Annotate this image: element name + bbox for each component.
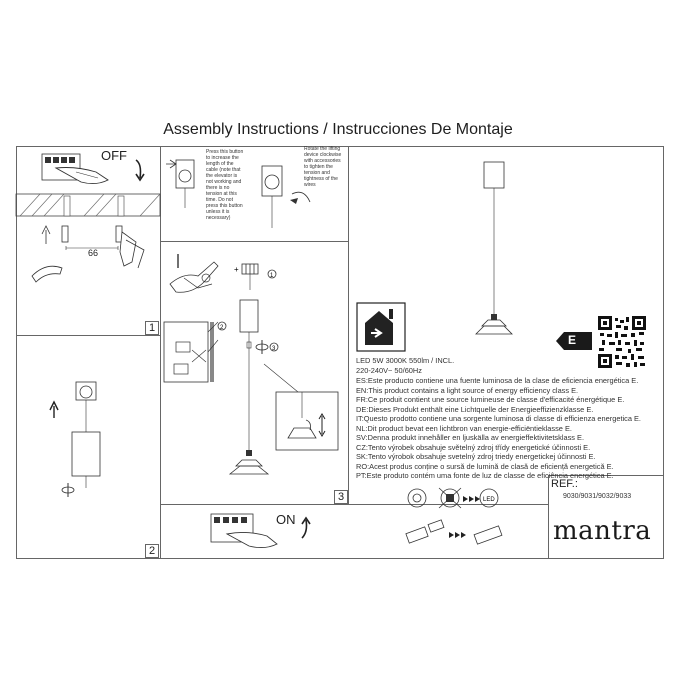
shade-detail-illustration [263, 363, 339, 451]
divider-horizontal-left [16, 335, 161, 336]
note-line: tension at this [206, 191, 237, 197]
divider-vertical-left [160, 146, 161, 559]
svg-text:3: 3 [272, 346, 276, 352]
note-line: device clockwise [304, 152, 342, 158]
energy-statement-pt: PT:Este produto contém uma fonte de luz … [356, 471, 614, 480]
svg-text:+: + [234, 265, 239, 274]
note-line: there is no [206, 185, 230, 191]
note-line: Press this button [206, 149, 244, 155]
mounting-plate-illustration: 2 [163, 321, 227, 383]
note-line: cable (note that [206, 167, 241, 173]
product-lamp-illustration [475, 161, 513, 335]
note-line: tension and [304, 170, 330, 176]
rotate-lock-icon [61, 483, 75, 497]
voltage-line: 220-240V~ 50/60Hz [356, 366, 422, 375]
instruction-frame [16, 146, 664, 559]
spec-line: LED 5W 3000K 550lm / INCL. [356, 356, 455, 365]
ceiling-canopy-illustration [49, 381, 101, 488]
bulb-replacement-icons: LED [405, 487, 503, 545]
energy-statement-de: DE:Dieses Produkt enthält eine Lichtquel… [356, 404, 594, 414]
reference-label: REF.: [551, 478, 578, 490]
switch-on-label: ON [276, 512, 296, 527]
note-line: with accessories [304, 158, 341, 164]
svg-text:2: 2 [220, 325, 224, 331]
energy-statement-cz: CZ:Tento výrobek obsahuje světelný zdroj… [356, 442, 591, 452]
note-line: to tighten the [304, 164, 333, 170]
energy-statement-fr: FR:Ce produit contient une source lumine… [356, 395, 625, 404]
note-line: Rotate the lifting [304, 146, 341, 152]
note-line: press this button [206, 203, 243, 209]
note-line: the elevator is [206, 173, 238, 179]
breaker-on-illustration [210, 513, 278, 549]
note-line: length of the [206, 161, 234, 167]
note-line: necessary) [206, 215, 231, 221]
svg-text:LED: LED [483, 497, 495, 503]
anchors-drill-illustration [31, 225, 145, 283]
energy-statement-sv: SV:Denna produkt innehåller en ljuskälla… [356, 433, 585, 442]
ceiling-section-illustration [15, 193, 161, 217]
divider-vertical-mid [348, 146, 349, 505]
step-number-1: 1 [145, 321, 159, 335]
energy-statement-nl: NL:Dit product bevat een lichtbron van e… [356, 423, 572, 433]
lamp-assembled-illustration [228, 299, 270, 475]
energy-label-icon [356, 302, 406, 352]
cable-length-illustration [166, 159, 195, 208]
breaker-off-illustration [41, 153, 109, 185]
energy-statement-it: IT:Questo prodotto contiene una sorgente… [356, 414, 641, 423]
note-cable-length: Press this button to increase the length… [206, 149, 243, 221]
note-line: tightness of the [304, 176, 338, 182]
divider-horizontal-bottom [160, 504, 549, 505]
rotate-down-arrow-icon [135, 159, 145, 182]
step-number-3: 3 [334, 490, 348, 504]
note-line: not working and [206, 179, 242, 185]
lifting-device-illustration [261, 165, 311, 228]
step-number-2: 2 [145, 544, 159, 558]
wire-connection-illustration [169, 254, 219, 293]
terminal-block-illustration: + 1 [234, 263, 277, 290]
divider-horizontal-ref [548, 475, 664, 476]
dimension-label: 66 [88, 248, 99, 258]
rotate-screw-icon: 3 [255, 340, 279, 354]
svg-text:1: 1 [270, 273, 274, 279]
reference-codes: 9030/9031/9032/9033 [563, 493, 632, 500]
note-lifting-device: Rotate the lifting device clockwise with… [304, 146, 341, 188]
energy-statement-es: ES:Este producto contiene una fuente lum… [356, 376, 639, 385]
energy-statement-sk: SK:Tento výrobok obsahuje svetelný zdroj… [356, 452, 596, 461]
note-line: time. Do not [206, 197, 233, 203]
divider-vertical-ref [548, 475, 549, 559]
note-line: wires [304, 182, 316, 188]
energy-class-badge [556, 332, 592, 350]
note-line: unless it is [206, 209, 230, 215]
note-line: to increase the [206, 155, 239, 161]
divider-horizontal-center [160, 241, 349, 242]
energy-class-letter: E [568, 333, 577, 347]
energy-statement-en: EN:This product contains a light source … [356, 385, 579, 395]
brand-logo: mantra [553, 516, 652, 546]
document-title: Assembly Instructions / Instrucciones De… [163, 121, 513, 138]
qr-code-icon [598, 316, 646, 368]
energy-statement-ro: RO:Acest produs conține o sursă de lumin… [356, 461, 614, 471]
rotate-up-arrow-icon [301, 516, 311, 539]
switch-off-label: OFF [101, 148, 127, 163]
